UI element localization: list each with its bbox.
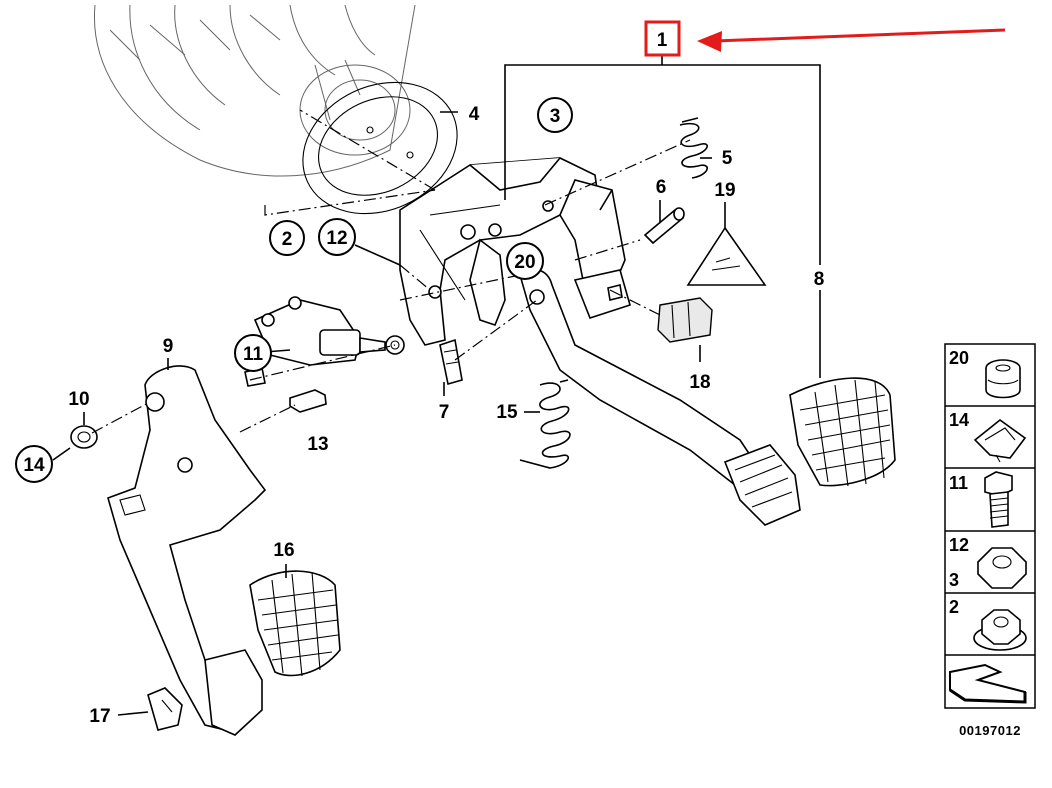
orientation-arrow-icon (949, 663, 1027, 704)
leader-lines (52, 55, 821, 716)
legend-flange-nut-icon (973, 609, 1027, 651)
callout-18: 18 (689, 372, 710, 393)
plug-part-13 (289, 389, 327, 413)
highlight-group (644, 20, 1006, 57)
red-arrow-head (697, 31, 722, 52)
brake-booster (93, 4, 416, 177)
gasket-part-4 (302, 81, 458, 215)
spring-part-15 (519, 379, 571, 469)
legend-label-14: 14 (949, 410, 969, 430)
spring-part-5 (679, 117, 708, 179)
callout-9: 9 (163, 336, 174, 357)
callout-20: 20 (514, 252, 535, 273)
legend-label-2: 2 (949, 597, 959, 617)
pedal-pad-part-8 (789, 377, 896, 487)
callout-circle-2 (269, 220, 305, 256)
callout-circle-20 (506, 242, 544, 280)
legend-label-20: 20 (949, 348, 969, 368)
callout-15: 15 (496, 402, 518, 423)
callouts: 1 3 4 5 6 19 8 2 12 20 9 11 18 10 7 15 1… (15, 30, 825, 727)
callout-14: 14 (23, 455, 45, 476)
red-arrow-shaft (714, 28, 1006, 43)
legend-clip-icon (973, 418, 1027, 463)
callout-16: 16 (273, 540, 294, 561)
callout-4: 4 (469, 104, 480, 125)
callout-7: 7 (439, 402, 450, 423)
legend-label-11: 11 (949, 473, 968, 493)
warning-label-part-19 (686, 226, 767, 286)
callout-circle-14 (15, 445, 53, 483)
clip-part-17 (147, 687, 183, 731)
pedal-bracket-assembly (399, 157, 626, 346)
legend-label-3: 3 (949, 570, 959, 590)
legend-bushing-icon (985, 359, 1021, 399)
callout-circle-12 (318, 218, 356, 256)
callout-17: 17 (89, 706, 110, 727)
brake-pedal-arm-part-9 (107, 365, 267, 736)
clutch-pedal-arm (519, 269, 801, 526)
legend-label-12: 12 (949, 535, 969, 555)
legend-frame (944, 343, 1036, 709)
callout-2: 2 (282, 229, 293, 250)
callout-8: 8 (814, 269, 825, 290)
callout-6: 6 (656, 177, 667, 198)
callout-circle-3 (537, 97, 573, 133)
connector-part-18 (657, 297, 713, 343)
callout-19: 19 (714, 180, 735, 201)
clip-part-7 (439, 338, 463, 386)
callout-1: 1 (657, 30, 668, 51)
callout-11: 11 (243, 344, 264, 365)
clutch-master-cylinder (244, 296, 405, 387)
pin-part-6 (643, 207, 685, 245)
callout-10: 10 (68, 389, 89, 410)
bushing-part-10 (70, 425, 98, 449)
callout-12: 12 (326, 228, 347, 249)
legend-panel: 20 14 11 12 3 2 (944, 343, 1036, 709)
callout-13: 13 (307, 434, 328, 455)
legend-nut-icon (976, 547, 1028, 589)
callout-circle-11 (234, 334, 272, 372)
part-1-highlight-box (644, 20, 681, 57)
callout-3: 3 (550, 106, 561, 127)
callout-5: 5 (722, 148, 733, 169)
diagram-reference-code: 00197012 (959, 723, 1021, 738)
pedal-pad-part-16 (249, 570, 341, 677)
legend-bolt-icon (984, 471, 1013, 528)
